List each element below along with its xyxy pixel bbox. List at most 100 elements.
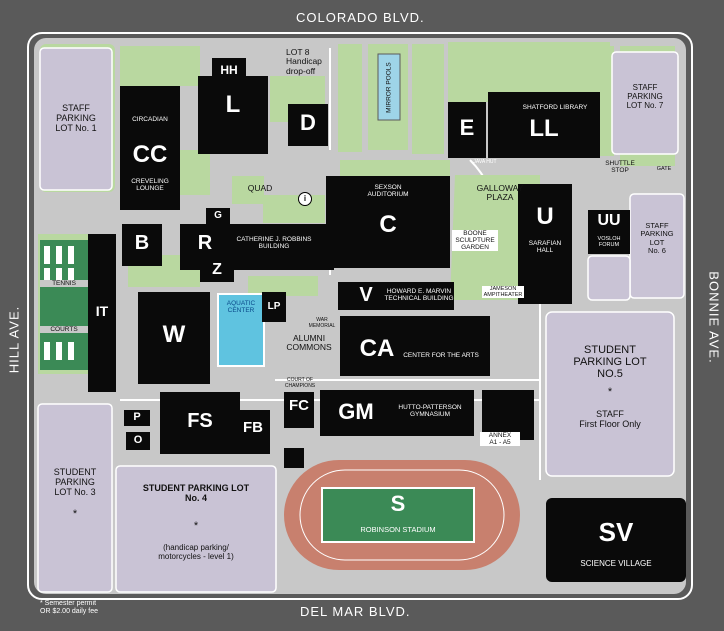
lot5-shape [545,311,675,477]
lot3-title[interactable]: STUDENT PARKING LOT No. 3 [53,467,97,497]
annex-label: ANNEX A1 - A5 [480,432,520,447]
bldg-c [326,176,450,268]
bldg-ca-label[interactable]: CA [359,335,395,362]
bldg-sv-label[interactable]: SV [598,517,634,547]
street-south: DEL MAR BLVD. [300,604,411,619]
street-west: HILL AVE. [6,305,22,374]
bldg-ca [340,316,490,376]
bldg-hh-label[interactable]: HH [220,63,238,77]
bldg-small-1 [284,448,304,468]
bldg-e-label[interactable]: E [459,115,475,140]
tennis-courts [40,240,88,370]
bldg-g-label[interactable]: G [214,210,222,221]
bldg-fb [236,410,270,454]
bldg-l-label[interactable]: L [225,91,241,118]
bldg-o-label[interactable]: O [133,434,143,446]
robbins-label: CATHERINE J. ROBBINS BUILDING [236,236,312,251]
bldg-u-label[interactable]: U [536,203,554,230]
galloway-label: GALLOWAY PLAZA [476,183,524,203]
bldg-u [518,184,572,304]
bldg-e [448,102,486,158]
pool-shape [217,293,265,367]
alumni-label: ALUMNI COMMONS [286,333,332,353]
shatford-label: SHATFORD LIBRARY [522,104,588,111]
lot5-star: * [607,386,613,398]
lot1-shape [39,47,113,191]
bldg-fc [284,392,314,428]
bldg-b [122,224,162,266]
bldg-fs-label[interactable]: FS [187,410,213,432]
aquatic-label: AQUATIC CENTER [226,300,256,315]
buildings [88,58,686,582]
parking-lots [37,47,685,593]
bldg-z-label[interactable]: Z [212,261,222,278]
footnote: * Semester permit OR $2.00 daily fee [40,600,98,615]
science-village-label: SCIENCE VILLAGE [580,559,652,568]
vosloh-lot-shape [587,255,631,301]
bldg-cc-label[interactable]: CC [132,141,168,168]
bldg-c-label[interactable]: C [379,211,397,238]
bldg-s-label[interactable]: S [390,491,406,516]
lot5-note: STAFF First Floor Only [579,409,641,429]
bldg-uu-label[interactable]: UU [597,212,621,229]
bldg-sv [546,498,686,582]
stadium [284,460,520,570]
java-hut-label: JAVA HUT [473,159,497,165]
lot4-note: (handicap parking/ motorcycles - level 1… [158,543,234,561]
mirror-pools-shape [377,53,401,121]
bldg-l [198,76,268,154]
lot3-star: * [72,508,78,520]
mirror-pools-label: MIRROR POOLS [385,62,393,113]
jameson-label: JAMESON AMPITHEATER [482,286,524,299]
bldg-ll [488,92,600,158]
bldg-gm [320,390,474,436]
boone-label: BOONE SCULPTURE GARDEN [452,230,498,252]
court-champions-label: COURT OF CHAMPIONS [284,377,316,389]
lot4-star: * [193,520,199,532]
lot5-title[interactable]: STUDENT PARKING LOT NO.5 [573,344,647,381]
street-north: COLORADO BLVD. [296,10,425,25]
bldg-w-label[interactable]: W [162,321,186,348]
bldg-z [200,258,234,282]
lot7-shape [611,51,679,155]
bldg-w [138,292,210,384]
hutto-label: HUTTO-PATTERSON GYMNASIUM [398,404,462,419]
bldg-lp [262,292,286,322]
lot1-label[interactable]: STAFF PARKING LOT No. 1 [55,103,97,133]
lot7-label[interactable]: STAFF PARKING LOT No. 7 [626,83,664,110]
bldg-ll-label[interactable]: LL [529,115,559,142]
arts-label: CENTER FOR THE ARTS [403,352,479,359]
bldg-uu [588,210,630,254]
bldg-p-label[interactable]: P [133,411,141,423]
bldg-annex [482,390,534,440]
war-memorial-label: WAR MEMORIAL [308,317,336,329]
bldg-fc-label[interactable]: FC [289,397,309,414]
bldg-g [206,208,230,226]
stadium-label: ROBINSON STADIUM [360,525,436,534]
lot3-shape [37,403,113,593]
courts-label: COURTS [40,326,88,334]
bldg-lp-label[interactable]: LP [267,301,281,312]
bldg-p [124,410,150,426]
bldg-fs [160,392,240,454]
quad-label: QUAD [247,183,273,193]
bldg-gm-label[interactable]: GM [338,399,374,424]
lot6-label[interactable]: STAFF PARKING LOT No. 6 [640,221,674,255]
bldg-d-label[interactable]: D [300,110,316,135]
bldg-b-label[interactable]: B [134,232,150,254]
vosloh-label: VOSLOH FORUM [597,236,621,249]
creveling-label: CREVELING LOUNGE [131,178,169,193]
bldg-d [288,104,328,146]
bldg-r-label[interactable]: R [197,232,213,254]
bldg-fb-label[interactable]: FB [243,419,263,436]
info-icon[interactable]: i [298,192,312,206]
bldg-it-label[interactable]: IT [95,303,109,319]
bldg-it [88,234,116,392]
shuttle-stop-label: SHUTTLE STOP [605,160,635,175]
lot4-title[interactable]: STUDENT PARKING LOT No. 4 [142,483,250,503]
marvin-label: HOWARD E. MARVIN TECHNICAL BUILDING [384,288,454,303]
bldg-v-label[interactable]: V [359,284,373,306]
bldg-v [338,282,454,310]
